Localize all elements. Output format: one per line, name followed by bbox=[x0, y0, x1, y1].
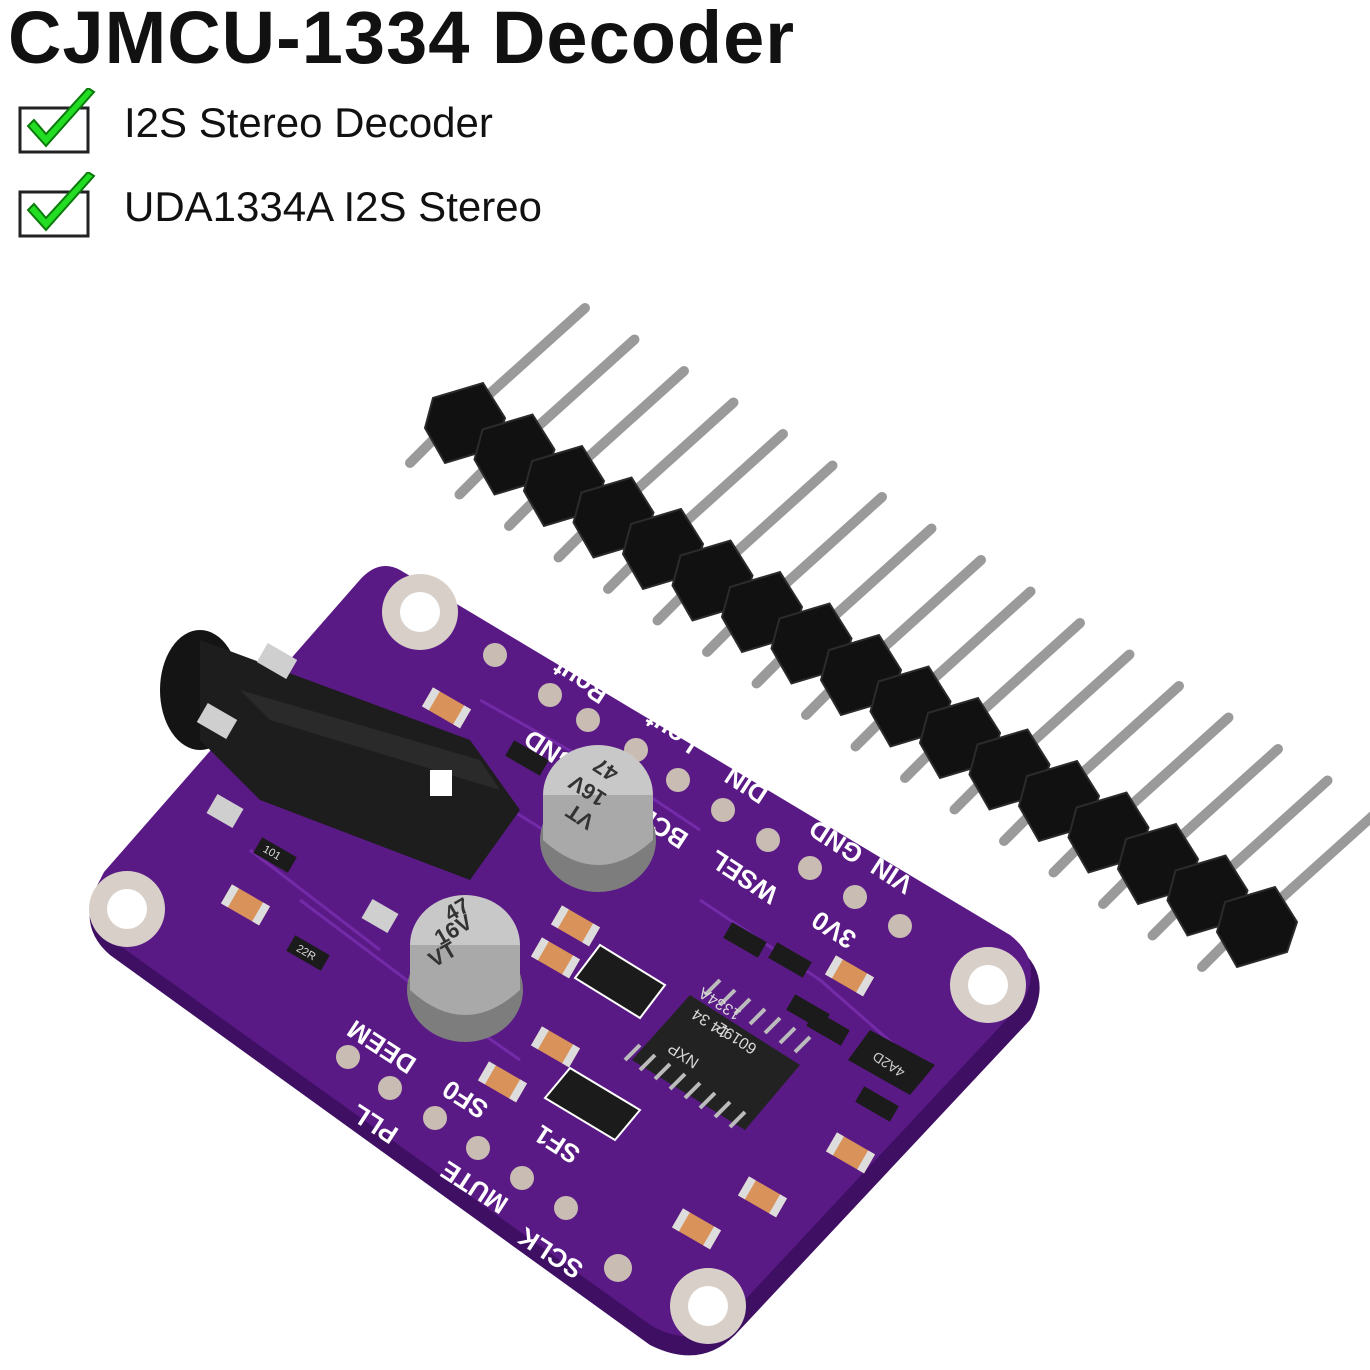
feature-item: UDA1334A I2S Stereo bbox=[16, 172, 542, 242]
header-pin bbox=[1173, 744, 1283, 844]
feature-label: I2S Stereo Decoder bbox=[124, 99, 493, 146]
header-pin bbox=[1024, 649, 1135, 750]
header-pin bbox=[777, 492, 887, 592]
header-pin bbox=[925, 586, 1036, 687]
header-housing bbox=[1215, 885, 1299, 969]
header-pin bbox=[727, 460, 838, 561]
header-pin bbox=[975, 618, 1085, 718]
header-pin bbox=[826, 523, 937, 624]
mounting-hole bbox=[670, 1268, 746, 1344]
header-pin bbox=[579, 366, 689, 466]
mounting-hole bbox=[950, 947, 1026, 1023]
product-photo: VIN GND 3V0 WSEL DIN BCLK Lout GND Rout … bbox=[89, 303, 1370, 1356]
header-pin bbox=[876, 555, 986, 655]
top-pin-pads bbox=[483, 643, 912, 938]
checkbox-checked-icon bbox=[18, 172, 96, 238]
mounting-hole bbox=[382, 574, 458, 650]
left-pin-pads bbox=[336, 1045, 632, 1282]
feature-label: UDA1334A I2S Stereo bbox=[124, 183, 542, 230]
decoder-board: VIN GND 3V0 WSEL DIN BCLK Lout GND Rout … bbox=[89, 566, 1040, 1356]
checkbox-checked-icon bbox=[18, 88, 96, 154]
page-title: CJMCU-1334 Decoder bbox=[8, 0, 796, 79]
header-pin bbox=[1074, 681, 1184, 781]
header-pin bbox=[1222, 775, 1333, 876]
audio-jack bbox=[160, 630, 520, 934]
smd-components: 101 22R bbox=[220, 687, 899, 1250]
electrolytic-capacitor: 47 16V VT bbox=[540, 745, 656, 892]
pin-header bbox=[405, 303, 1370, 972]
electrolytic-capacitor: 47 16V VT bbox=[407, 892, 523, 1042]
header-pin bbox=[529, 334, 640, 435]
header-pin bbox=[628, 397, 739, 498]
voltage-regulator: 4A2D bbox=[848, 1030, 935, 1095]
header-pin bbox=[1123, 712, 1234, 813]
header-pin bbox=[678, 429, 788, 529]
header-pin bbox=[1272, 811, 1370, 907]
header-pin bbox=[480, 303, 590, 403]
feature-item: I2S Stereo Decoder bbox=[16, 88, 493, 158]
mounting-hole bbox=[89, 871, 165, 947]
